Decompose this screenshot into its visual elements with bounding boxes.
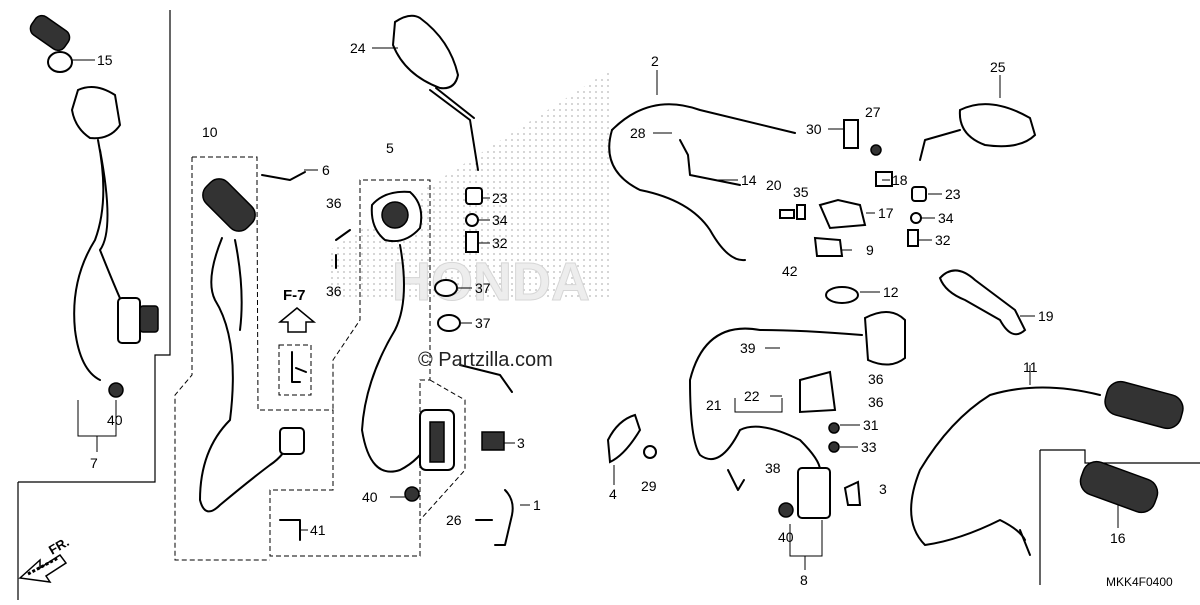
callout-22: 22 <box>744 388 760 404</box>
callout-17: 17 <box>878 205 894 221</box>
callout-23-left: 23 <box>492 190 508 206</box>
honda-watermark: HONDA <box>330 70 610 313</box>
leader-lines <box>72 47 1119 570</box>
callout-11: 11 <box>1023 359 1038 375</box>
right-mirror-25 <box>907 103 1037 247</box>
callout-39: 39 <box>740 340 756 356</box>
callout-38: 38 <box>765 460 781 476</box>
grip-heater-10 <box>199 171 306 513</box>
left-switch-assembly-7 <box>29 14 159 398</box>
callout-36-right-upper: 36 <box>868 371 884 387</box>
section-frames <box>17 10 1200 600</box>
callout-30: 30 <box>806 121 822 137</box>
left-mirror-24 <box>391 14 479 171</box>
callout-21: 21 <box>706 397 722 413</box>
callout-34-right: 34 <box>938 210 954 226</box>
callout-40-left: 40 <box>107 412 123 428</box>
callout-42: 42 <box>782 263 798 279</box>
callout-2: 2 <box>651 53 659 69</box>
callout-37-lower: 37 <box>475 315 491 331</box>
callout-6: 6 <box>322 162 330 178</box>
callout-29: 29 <box>641 478 657 494</box>
f7-label: F-7 <box>283 287 306 304</box>
small-fasteners <box>279 229 514 546</box>
f7-reference: F-7 <box>277 287 317 396</box>
callout-28: 28 <box>630 125 646 141</box>
callout-10: 10 <box>202 124 218 140</box>
right-switch-assembly-8 <box>689 311 906 519</box>
callout-24: 24 <box>350 40 366 56</box>
partzilla-watermark: © Partzilla.com <box>418 349 553 371</box>
callout-4: 4 <box>609 486 617 502</box>
callout-40-right: 40 <box>778 529 794 545</box>
callout-20: 20 <box>766 177 782 193</box>
callout-26: 26 <box>446 512 462 528</box>
callout-36-right-lower: 36 <box>868 394 884 410</box>
callout-16: 16 <box>1110 530 1126 546</box>
callout-36-left-lower: 36 <box>326 283 342 299</box>
front-direction-arrow: FR. <box>18 534 72 583</box>
callout-32-right: 32 <box>935 232 951 248</box>
callout-40-center: 40 <box>362 489 378 505</box>
callout-36-left-upper: 36 <box>326 195 342 211</box>
callout-14: 14 <box>741 172 757 188</box>
callout-8: 8 <box>800 572 808 588</box>
callout-7: 7 <box>90 455 98 471</box>
callout-numbers: 15 24 10 6 5 36 36 23 34 32 37 37 3 40 4… <box>90 40 1126 588</box>
callout-3-left: 3 <box>517 435 525 451</box>
callout-9: 9 <box>866 242 874 258</box>
callout-41: 41 <box>310 522 326 538</box>
callout-5: 5 <box>386 140 394 156</box>
callout-34-left: 34 <box>492 212 508 228</box>
callout-18: 18 <box>892 172 908 188</box>
callout-32-left: 32 <box>492 235 508 251</box>
callout-25: 25 <box>990 59 1006 75</box>
callout-15: 15 <box>97 52 113 68</box>
callout-35: 35 <box>793 184 809 200</box>
callout-3-right: 3 <box>879 481 887 497</box>
callout-37-upper: 37 <box>475 280 491 296</box>
brake-lever-group <box>779 119 1027 336</box>
callout-33: 33 <box>861 439 877 455</box>
throttle-cable-2 <box>608 103 796 262</box>
grip-16 <box>1079 460 1159 514</box>
callout-12: 12 <box>883 284 899 300</box>
lower-hardware <box>606 413 862 506</box>
callout-27: 27 <box>865 104 881 120</box>
callout-31: 31 <box>863 417 879 433</box>
honda-logo-text: HONDA <box>392 252 590 312</box>
right-switch-assembly-5 <box>361 190 455 473</box>
callout-1: 1 <box>533 497 541 513</box>
diagram-code: MKK4F0400 <box>1106 575 1173 589</box>
front-label: FR. <box>46 534 72 557</box>
grip-heater-11 <box>910 380 1184 556</box>
callout-23-right: 23 <box>945 186 961 202</box>
callout-19: 19 <box>1038 308 1054 324</box>
mirror-hardware-left <box>434 187 483 332</box>
